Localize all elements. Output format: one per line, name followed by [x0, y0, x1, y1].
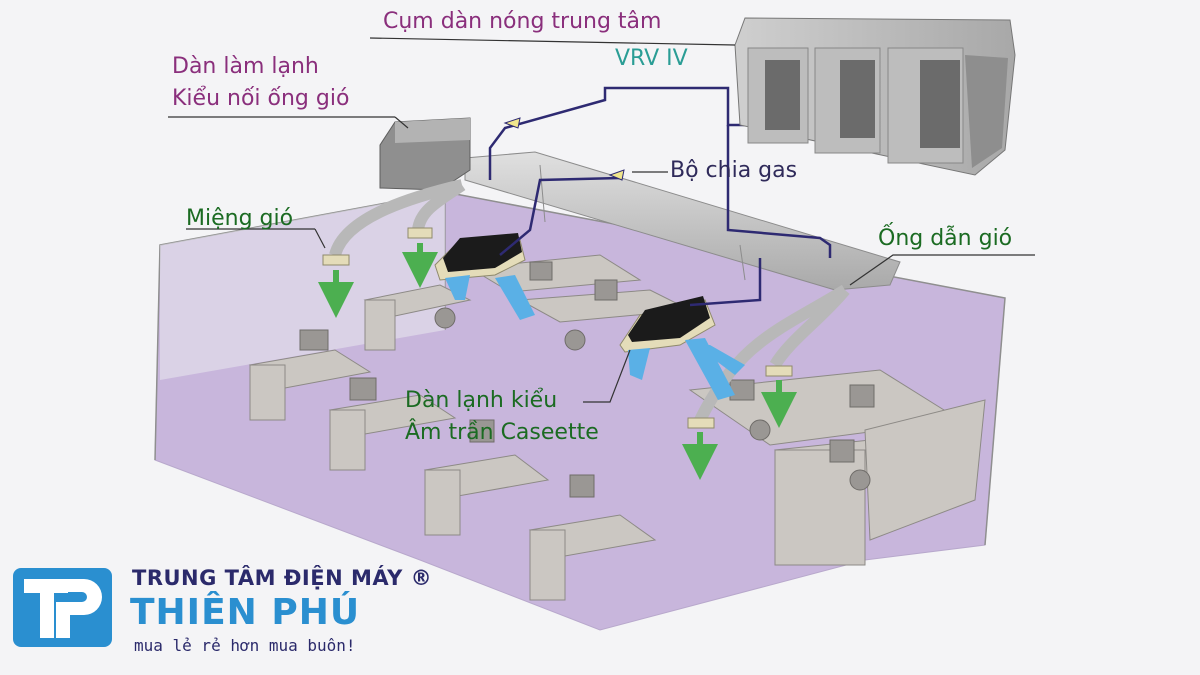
label-cassette-line1: Dàn lạnh kiểu	[405, 388, 558, 413]
label-air-duct: Ống dẫn gió	[878, 226, 1013, 251]
refrigerant-pipes	[488, 86, 832, 307]
duct-seam	[739, 244, 746, 281]
label-ducted-unit-line2: Kiểu nối ống gió	[172, 86, 350, 111]
label-gas-divider: Bộ chia gas	[670, 158, 798, 183]
gas-divider-1	[503, 117, 521, 129]
ducted-unit-top	[395, 118, 470, 143]
flex-duct-right-2	[769, 286, 850, 369]
brand-name: THIÊN PHÚ	[130, 592, 361, 633]
label-ducted-unit-line1: Dàn làm lạnh	[172, 54, 319, 79]
thien-phu-logo-icon	[13, 568, 112, 647]
label-vrv: VRV IV	[615, 46, 688, 71]
outdoor-unit-vrv	[734, 17, 1016, 176]
label-cassette-line2: Âm trần Caseette	[405, 420, 599, 445]
cold-airflow-arrows	[445, 275, 745, 400]
gas-divider-2	[608, 169, 625, 181]
supply-air-duct	[464, 151, 901, 291]
air-diffusers	[322, 227, 793, 429]
cassette-unit-right	[619, 296, 716, 353]
leader-lines	[168, 37, 1035, 403]
cassette-unit-left	[434, 233, 526, 281]
supply-air-arrows	[318, 243, 797, 480]
brand-tagline: TRUNG TÂM ĐIỆN MÁY ®	[132, 566, 433, 590]
flex-duct-left-2	[412, 180, 466, 232]
duct-seam	[539, 164, 546, 223]
label-outdoor-unit: Cụm dàn nóng trung tâm	[383, 9, 662, 34]
label-air-outlet: Miệng gió	[186, 206, 294, 231]
office-chairs-monitors	[299, 261, 875, 498]
brand-slogan: mua lẻ rẻ hơn mua buôn!	[134, 636, 356, 655]
